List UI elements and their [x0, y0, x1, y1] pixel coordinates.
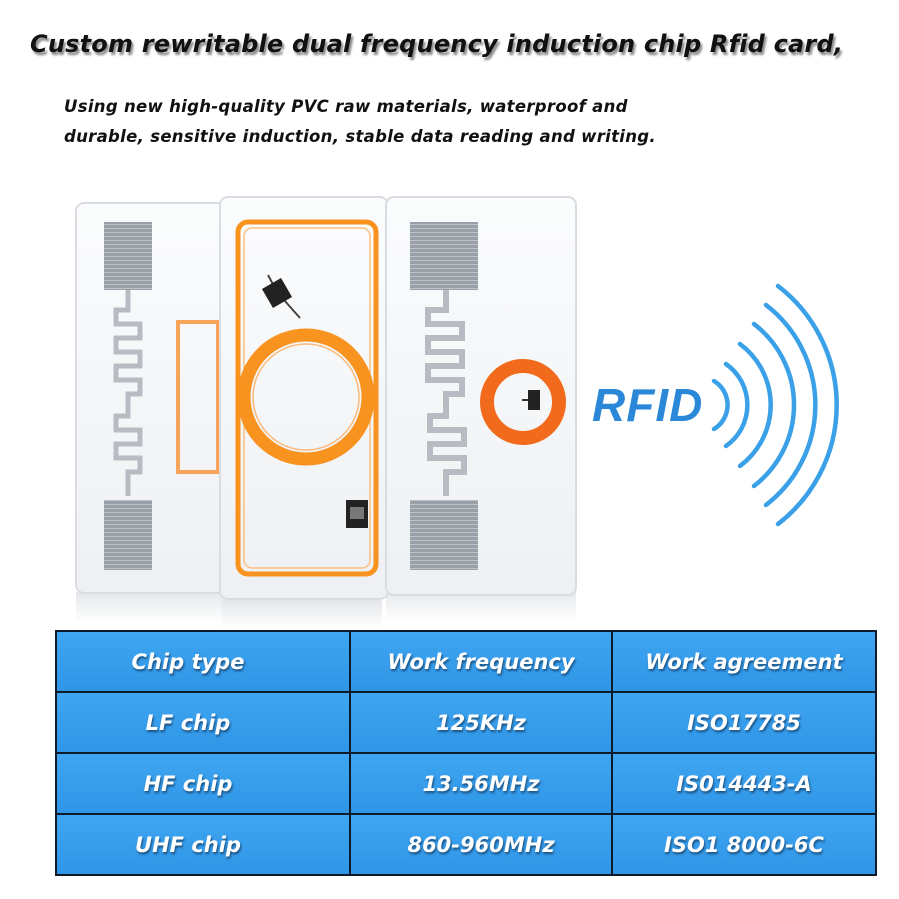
subtitle-line-2: durable, sensitive induction, stable dat… — [64, 127, 656, 146]
page-title: Custom rewritable dual frequency inducti… — [30, 30, 844, 58]
table-header-row: Chip type Work frequency Work agreement — [55, 630, 877, 693]
table-row: LF chip 125KHz ISO17785 — [55, 691, 877, 754]
card-reflection — [222, 600, 382, 628]
table-row: UHF chip 860-960MHz ISO1 8000-6C — [55, 813, 877, 876]
hf-card-middle — [219, 196, 389, 600]
dual-frequency-card-right — [385, 196, 577, 596]
rfid-cards-illustration — [75, 196, 839, 628]
card-reflection — [76, 592, 226, 622]
table-header-cell: Work agreement — [611, 630, 877, 693]
rfid-label: RFID — [592, 379, 704, 431]
subtitle: Using new high-quality PVC raw materials… — [64, 92, 764, 152]
table-cell: UHF chip — [55, 813, 351, 876]
table-header-cell: Chip type — [55, 630, 351, 693]
table-cell: IS014443-A — [611, 752, 877, 815]
table-cell: HF chip — [55, 752, 351, 815]
table-row: HF chip 13.56MHz IS014443-A — [55, 752, 877, 815]
subtitle-line-1: Using new high-quality PVC raw materials… — [64, 97, 628, 116]
table-cell: 13.56MHz — [349, 752, 613, 815]
uhf-card-left — [75, 202, 237, 594]
table-cell: ISO1 8000-6C — [611, 813, 877, 876]
table-cell: 860-960MHz — [349, 813, 613, 876]
signal-waves-icon — [711, 283, 839, 527]
table-cell: 125KHz — [349, 691, 613, 754]
chip-spec-table: Chip type Work frequency Work agreement … — [55, 630, 877, 876]
table-header-cell: Work frequency — [349, 630, 613, 693]
table-cell: ISO17785 — [611, 691, 877, 754]
table-cell: LF chip — [55, 691, 351, 754]
